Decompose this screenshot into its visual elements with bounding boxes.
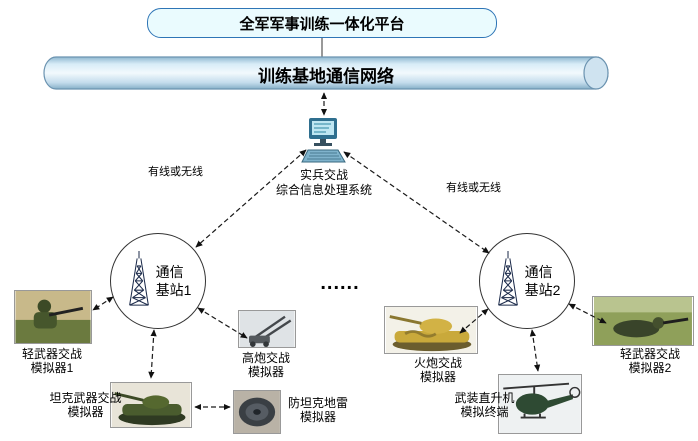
station-2-node: 通信 基站2 xyxy=(479,233,575,329)
label-line: 火炮交战 xyxy=(413,356,462,370)
network-label: 训练基地通信网络 xyxy=(258,67,394,86)
label-line: 模拟器 xyxy=(419,370,456,385)
label-line: 模拟器 xyxy=(299,410,336,425)
station-2-label: 通信 基站2 xyxy=(525,263,561,299)
label-line: 坦克武器交战 xyxy=(49,391,122,405)
label-line: 防坦克地雷 xyxy=(287,396,348,410)
label-line: 轻武器交战 xyxy=(21,347,82,361)
label-line: 轻武器交战 xyxy=(619,347,680,361)
label-line: 模拟器2 xyxy=(628,361,672,376)
platform-box: 全军军事训练一体化平台 xyxy=(147,8,497,38)
station-1-label: 通信 基站1 xyxy=(156,263,192,299)
more-stations-ellipsis: ...... xyxy=(320,272,360,294)
label-line: 模拟器 xyxy=(247,365,284,380)
label-line: 高炮交战 xyxy=(241,351,290,365)
antenna-tower-icon xyxy=(125,248,153,315)
light-weapon-simulator-1-image xyxy=(14,290,92,344)
platform-label: 全军军事训练一体化平台 xyxy=(239,15,405,33)
artillery-simulator-image xyxy=(384,306,478,354)
label-light-weapon-simulator-1: 轻武器交战 模拟器1 xyxy=(7,347,97,376)
tank-weapon-simulator-image xyxy=(110,382,192,428)
label-helicopter-terminal: 武装直升机 模拟终端 xyxy=(442,391,527,420)
station-2-label-line1: 通信 xyxy=(524,263,553,280)
aa-gun-simulator-image xyxy=(238,310,296,348)
anti-tank-mine-simulator-image xyxy=(233,390,281,434)
link-label-left: 有线或无线 xyxy=(148,166,203,178)
link-label-right: 有线或无线 xyxy=(446,182,501,194)
light-weapon-simulator-2-image xyxy=(592,296,694,346)
label-line: 模拟器1 xyxy=(30,361,74,376)
label-line: 武装直升机 xyxy=(454,391,515,405)
station-1-label-line2: 基站1 xyxy=(155,282,192,298)
processor-label-line1: 实兵交战 xyxy=(299,168,348,182)
label-anti-tank-mine-simulator: 防坦克地雷 模拟器 xyxy=(278,396,358,425)
station-1-node: 通信 基站1 xyxy=(110,233,206,329)
label-line: 模拟终端 xyxy=(460,405,509,420)
label-aa-gun-simulator: 高炮交战 模拟器 xyxy=(226,351,306,380)
label-artillery-simulator: 火炮交战 模拟器 xyxy=(398,356,478,385)
antenna-tower-icon xyxy=(494,248,522,315)
network-cylinder xyxy=(43,38,609,90)
station-1-label-line1: 通信 xyxy=(155,263,184,280)
computer-icon xyxy=(301,117,347,167)
label-line: 模拟器 xyxy=(67,405,104,420)
processor-label-line2: 综合信息处理系统 xyxy=(275,183,372,197)
helicopter-terminal-image xyxy=(498,374,582,434)
label-light-weapon-simulator-2: 轻武器交战 模拟器2 xyxy=(605,347,695,376)
processor-label: 实兵交战 综合信息处理系统 xyxy=(262,168,386,198)
label-tank-weapon-simulator: 坦克武器交战 模拟器 xyxy=(38,391,133,420)
station-2-label-line2: 基站2 xyxy=(524,282,561,298)
